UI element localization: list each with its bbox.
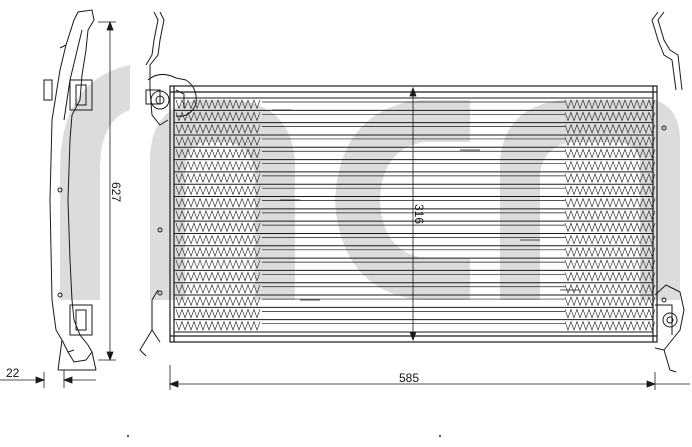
fin-zigzag xyxy=(175,173,261,184)
fin-zigzag xyxy=(564,271,656,282)
fin-zigzag xyxy=(564,185,656,196)
fin-zigzag xyxy=(564,160,656,171)
label-side-height: 627 xyxy=(109,181,124,203)
fin-zigzag xyxy=(175,283,261,294)
fin-zigzag xyxy=(564,296,656,307)
fin-zigzag xyxy=(564,222,656,233)
label-core-height: 316 xyxy=(412,203,427,225)
right-bracket xyxy=(651,11,685,373)
fin-zigzag xyxy=(564,259,656,270)
fin-zigzag xyxy=(175,222,261,233)
left-bracket xyxy=(139,11,169,357)
fin-zigzag xyxy=(175,234,261,245)
fin-zigzag xyxy=(175,123,261,134)
fin-zigzag xyxy=(564,246,656,257)
fin-zigzag xyxy=(564,234,656,245)
fin-zigzag xyxy=(175,185,261,196)
fin-zigzag xyxy=(175,99,261,110)
fin-zigzag xyxy=(564,123,656,134)
dimension-side-height xyxy=(98,20,116,362)
fin-zigzag xyxy=(564,136,656,147)
bottom-marks xyxy=(127,435,441,437)
dimension-depth xyxy=(0,370,96,388)
fin-zigzag xyxy=(175,320,261,331)
label-depth: 22 xyxy=(6,366,20,380)
fin-zigzag xyxy=(564,148,656,159)
fin-zigzag xyxy=(175,246,261,257)
fin-zigzag xyxy=(564,320,656,331)
fin-zigzag xyxy=(564,283,656,294)
fin-zigzag xyxy=(175,111,261,122)
fin-zigzag xyxy=(564,99,656,110)
side-view xyxy=(43,9,97,371)
fin-zigzag xyxy=(175,160,261,171)
watermark-logo xyxy=(60,65,680,300)
fin-zigzag xyxy=(175,197,261,208)
fin-zigzag xyxy=(175,308,261,319)
fin-zigzag xyxy=(175,148,261,159)
fin-zigzag xyxy=(175,271,261,282)
dimension-core-height xyxy=(409,86,417,342)
core-tubes xyxy=(174,97,656,337)
dimension-core-width xyxy=(168,365,690,390)
fin-zigzag xyxy=(175,136,261,147)
fin-zigzag xyxy=(175,296,261,307)
label-core-width: 585 xyxy=(399,371,420,385)
fin-zigzag xyxy=(564,209,656,221)
top-fitting xyxy=(145,74,197,117)
fin-zigzag xyxy=(564,197,656,208)
fin-zigzag xyxy=(175,259,261,270)
fin-zigzag xyxy=(564,111,656,122)
fin-zigzag xyxy=(175,209,261,221)
fin-zigzag xyxy=(564,308,656,319)
fin-zigzag xyxy=(564,173,656,184)
